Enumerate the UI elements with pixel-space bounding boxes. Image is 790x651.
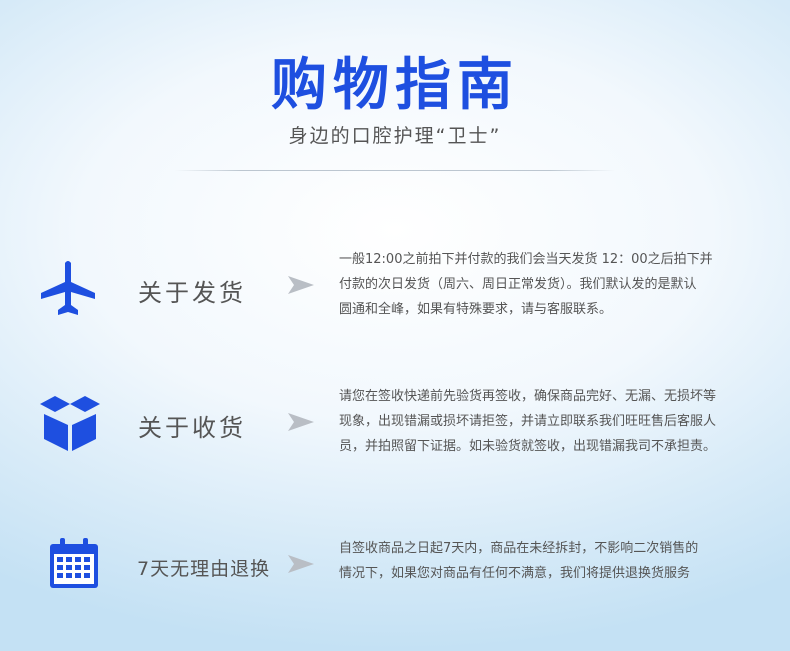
description-line: 请您在签收快递前先验货再签收，确保商品完好、无漏、无损坏等: [339, 389, 717, 404]
divider: [175, 170, 615, 171]
section-returns: 7天无理由退换 自签收商品之日起7天内，商品在未经拆封，不影响二次销售的 情况下…: [0, 528, 790, 608]
airplane-icon: [40, 260, 96, 320]
arrow-right-icon: [288, 555, 314, 577]
section-description: 一般12:00之前拍下并付款的我们会当天发货 12：00之后拍下并 付款的次日发…: [339, 247, 764, 322]
arrow-right-icon: [288, 413, 314, 435]
page-subtitle: 身边的口腔护理“卫士”: [288, 125, 502, 147]
arrow-right-icon: [288, 276, 314, 298]
description-line: 现象，出现错漏或损坏请拒签，并请立即联系我们旺旺售后客服人: [339, 414, 717, 429]
section-shipping: 关于发货 一般12:00之前拍下并付款的我们会当天发货 12：00之后拍下并 付…: [0, 240, 790, 340]
description-line: 员，并拍照留下证据。如未验货就签收，出现错漏我司不承担责。: [339, 439, 717, 454]
section-receiving: 关于收货 请您在签收快递前先验货再签收，确保商品完好、无漏、无损坏等 现象，出现…: [0, 378, 790, 478]
section-label: 关于收货: [138, 414, 246, 442]
open-box-icon: [40, 394, 100, 456]
page-title: 购物指南: [271, 53, 519, 118]
section-description: 请您在签收快递前先验货再签收，确保商品完好、无漏、无损坏等 现象，出现错漏或损坏…: [339, 384, 764, 459]
section-label: 关于发货: [138, 279, 246, 307]
description-line: 圆通和全峰，如果有特殊要求，请与客服联系。: [339, 302, 613, 317]
description-line: 情况下，如果您对商品有任何不满意，我们将提供退换货服务: [339, 566, 691, 581]
calendar-icon: [50, 538, 98, 592]
description-line: 付款的次日发货（周六、周日正常发货）。我们默认发的是默认: [339, 277, 697, 292]
section-description: 自签收商品之日起7天内，商品在未经拆封，不影响二次销售的 情况下，如果您对商品有…: [339, 536, 764, 586]
description-line: 一般12:00之前拍下并付款的我们会当天发货 12：00之后拍下并: [339, 252, 713, 267]
description-line: 自签收商品之日起7天内，商品在未经拆封，不影响二次销售的: [339, 541, 699, 556]
section-label: 7天无理由退换: [137, 558, 271, 580]
